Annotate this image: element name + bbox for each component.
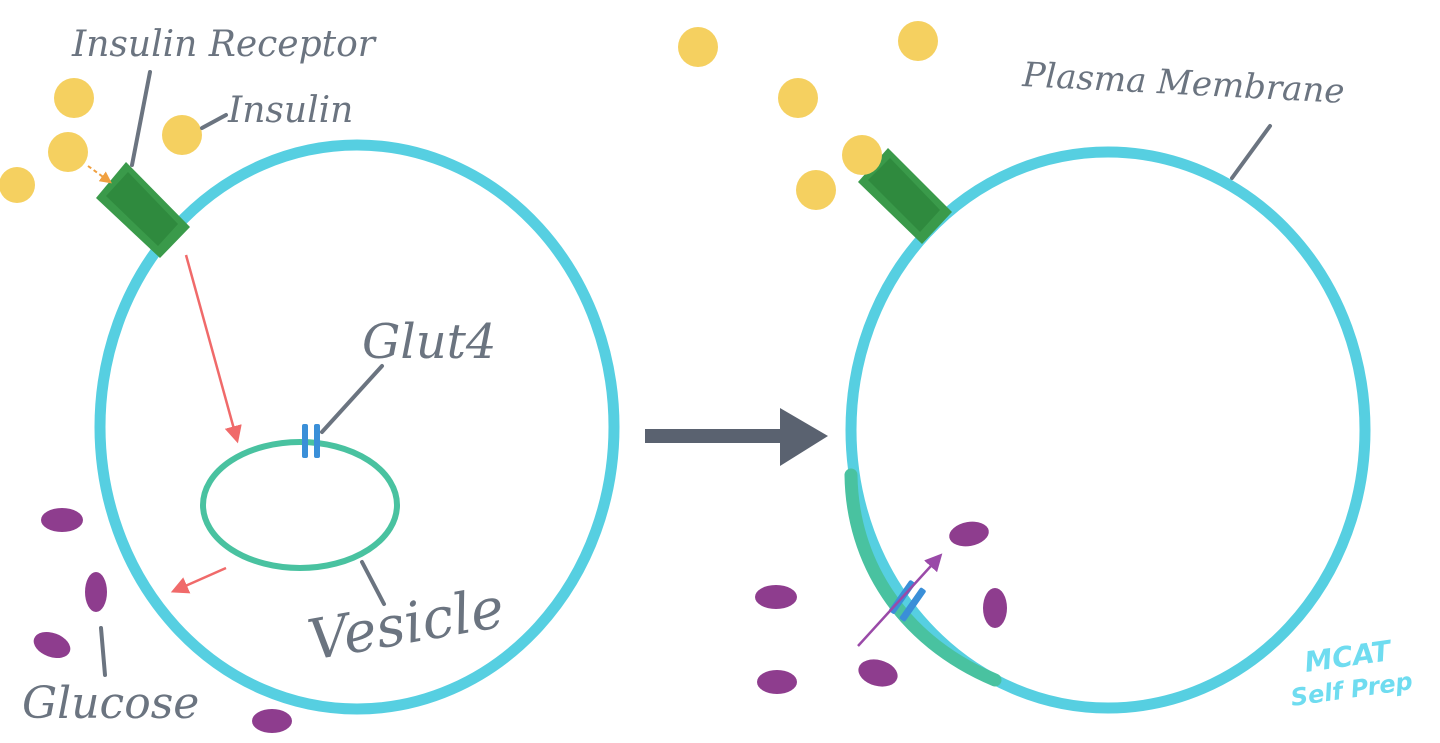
insulin-molecule (898, 21, 938, 61)
left-plasma-membrane (94, 139, 620, 715)
leader-insulin-receptor (130, 70, 152, 167)
insulin-molecule (778, 78, 818, 118)
right-insulin-molecules (678, 21, 938, 210)
signal-arrow-receptor-to-vesicle (184, 254, 242, 444)
vesicle (200, 439, 400, 571)
label-vesicle: Vesicle (303, 575, 509, 673)
right-plasma-membrane (845, 146, 1371, 714)
leader-vesicle (360, 560, 386, 606)
leader-plasma-membrane (1230, 124, 1272, 180)
leader-insulin (200, 113, 228, 130)
insulin-molecule (796, 170, 836, 210)
glucose-molecule (949, 521, 989, 547)
signal-arrow-vesicle-to-membrane (170, 566, 227, 594)
label-plasma-membrane: Plasma Membrane (1021, 55, 1346, 112)
right-glucose-molecules (755, 521, 1007, 694)
left-cell: Insulin Receptor Insulin Glut4 Vesicle G… (0, 24, 620, 733)
insulin-molecule (162, 115, 202, 155)
label-glut4: Glut4 (362, 314, 496, 370)
insulin-molecule (842, 135, 882, 175)
left-insulin-receptor (96, 162, 190, 258)
vesicle-glut4-transporter (302, 424, 320, 458)
glucose-molecule (252, 709, 292, 733)
glucose-molecule (41, 508, 83, 532)
leader-glut4 (320, 364, 384, 434)
label-glucose: Glucose (22, 678, 199, 729)
glucose-molecule (755, 585, 797, 609)
glucose-molecule (983, 588, 1007, 628)
fused-vesicle-membrane (844, 468, 1002, 687)
glucose-molecule (858, 659, 898, 687)
label-insulin: Insulin (227, 90, 353, 131)
leader-glucose (99, 626, 107, 677)
transition-arrow (645, 408, 828, 466)
insulin-molecule (678, 27, 718, 67)
glucose-molecule (33, 631, 71, 659)
insulin-molecule (0, 167, 35, 203)
right-insulin-receptor (858, 148, 952, 244)
right-cell: Plasma Membrane MCAT Self Prep (678, 21, 1414, 714)
glucose-molecule (85, 572, 107, 612)
glucose-molecule (757, 670, 797, 694)
left-insulin-molecules (0, 78, 202, 203)
left-glucose-molecules (33, 508, 292, 733)
insulin-molecule (54, 78, 94, 118)
glucose-uptake-arrow (857, 553, 943, 647)
insulin-binding-arrow (87, 165, 112, 184)
insulin-molecule (48, 132, 88, 172)
label-insulin-receptor: Insulin Receptor (71, 24, 377, 65)
